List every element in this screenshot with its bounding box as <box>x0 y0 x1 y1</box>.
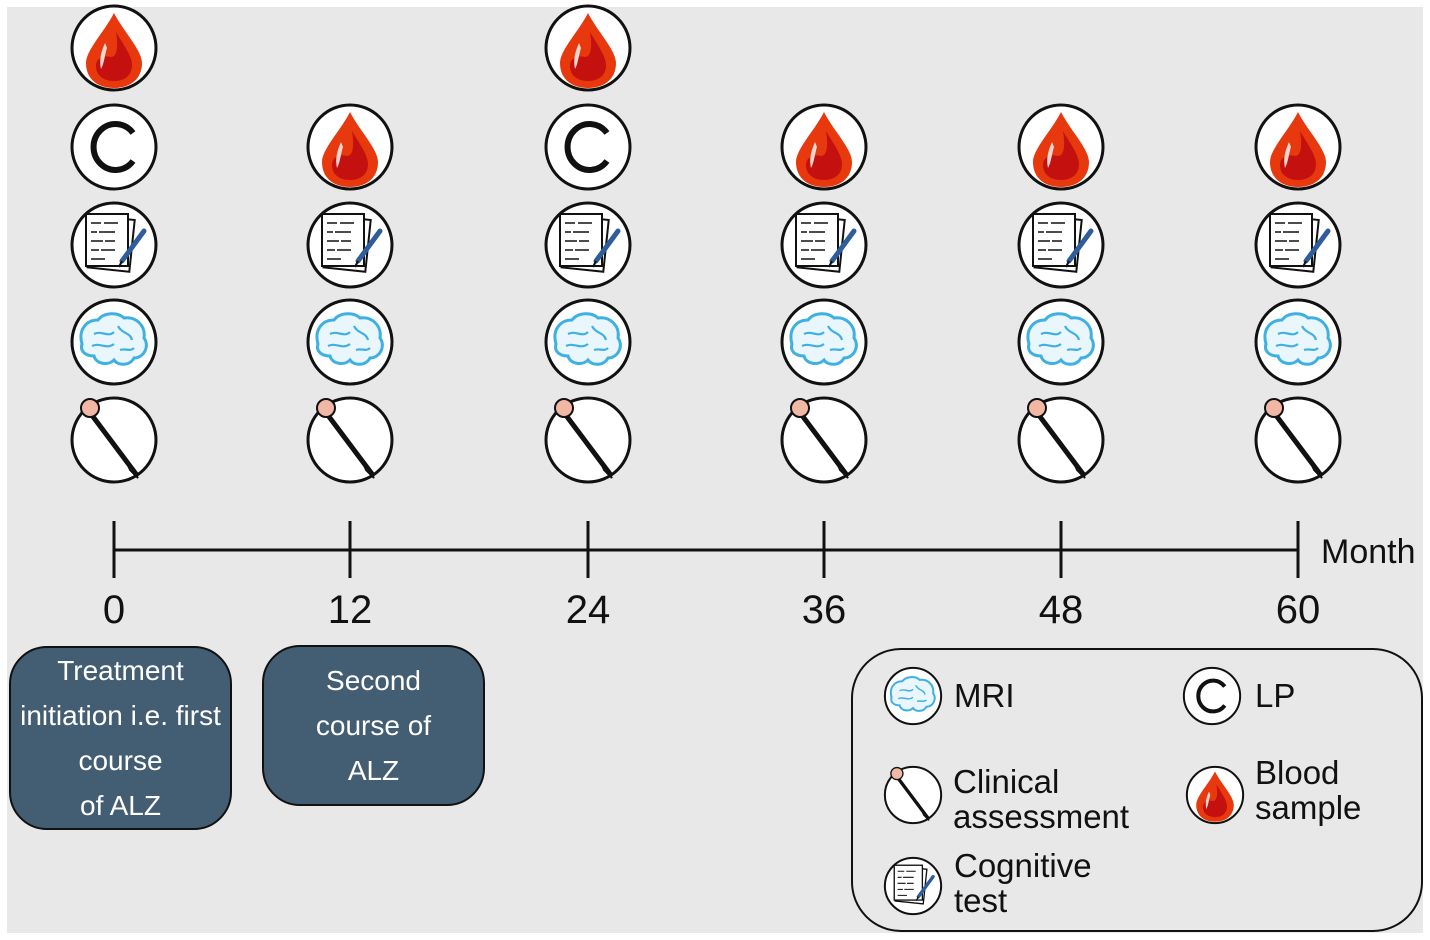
legend-blood-drop-icon <box>1185 765 1245 825</box>
clinical-assessment-icon <box>1256 398 1340 482</box>
mri-brain-icon <box>1254 298 1342 386</box>
legend-clinical-assessment-icon <box>883 765 943 825</box>
cognitive-test-icon <box>782 203 866 287</box>
clinical-assessment-icon <box>72 398 156 482</box>
mri-brain-icon <box>544 298 632 386</box>
blood-drop-icon <box>1254 103 1342 191</box>
blood-drop-icon <box>780 103 868 191</box>
blood-drop-icon <box>1017 103 1105 191</box>
blood-drop-icon <box>70 4 158 92</box>
clinical-assessment-icon <box>546 398 630 482</box>
lp-icon <box>72 105 156 189</box>
cognitive-test-icon <box>308 203 392 287</box>
cognitive-test-icon <box>546 203 630 287</box>
clinical-assessment-icon <box>1019 398 1103 482</box>
blood-drop-icon <box>544 4 632 92</box>
cognitive-test-icon <box>1256 203 1340 287</box>
tick-marks <box>112 521 1300 578</box>
legend-mri-icon <box>883 666 943 726</box>
diagram-background <box>7 7 1423 933</box>
mri-brain-icon <box>70 298 158 386</box>
legend-cognitive-test-icon <box>883 856 943 916</box>
mri-brain-icon <box>780 298 868 386</box>
visit-columns <box>70 4 1342 482</box>
clinical-assessment-icon <box>782 398 866 482</box>
cognitive-test-icon <box>1019 203 1103 287</box>
clinical-assessment-icon <box>308 398 392 482</box>
mri-brain-icon <box>1017 298 1105 386</box>
blood-drop-icon <box>306 103 394 191</box>
cognitive-test-icon <box>72 203 156 287</box>
legend-lp-icon <box>1184 668 1240 724</box>
lp-icon <box>546 105 630 189</box>
mri-brain-icon <box>306 298 394 386</box>
